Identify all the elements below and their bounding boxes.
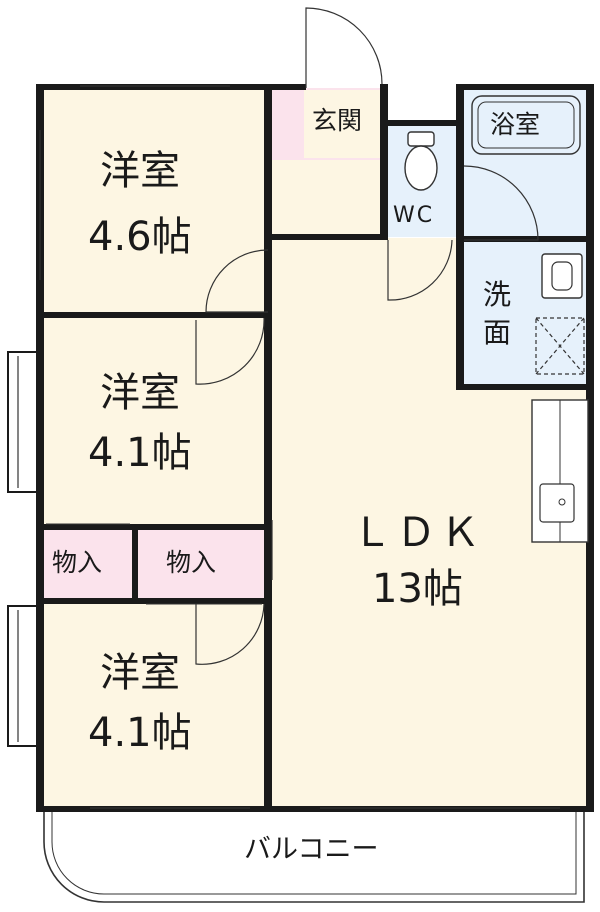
bay-window-2 — [7, 351, 41, 493]
bath-label: 浴室 — [490, 110, 541, 139]
bathtub — [471, 95, 581, 155]
washing-machine-space-icon — [535, 317, 585, 375]
toilet-icon — [404, 131, 438, 191]
western-1-name: 洋室 — [100, 148, 180, 194]
room-storage-1 — [40, 530, 132, 598]
ldk-size: 13帖 — [372, 566, 463, 612]
balcony-label: バルコニー — [244, 834, 379, 865]
entrance-step — [304, 90, 382, 158]
entrance-label: 玄関 — [312, 106, 363, 135]
washroom-label-1: 洗 — [483, 278, 512, 311]
walls — [36, 84, 594, 812]
room-storage-2 — [138, 530, 266, 598]
balcony — [43, 812, 585, 903]
bay-window-3 — [7, 605, 41, 747]
room-western-3 — [40, 602, 268, 808]
wash-basin-icon — [541, 253, 583, 299]
storage-1-label: 物入 — [52, 548, 103, 577]
sink-icon — [539, 483, 575, 523]
washroom-label-2: 面 — [483, 316, 512, 349]
western-3-size: 4.1帖 — [88, 710, 192, 756]
doors — [195, 7, 539, 665]
storage-2-label: 物入 — [166, 548, 217, 577]
western-2-name: 洋室 — [100, 370, 180, 416]
western-2-size: 4.1帖 — [88, 430, 192, 476]
room-western-2 — [40, 318, 268, 526]
western-3-name: 洋室 — [100, 650, 180, 696]
wc-label: WC — [393, 203, 435, 228]
kitchen-counter — [531, 399, 589, 543]
hall — [270, 160, 385, 240]
room-western-1 — [40, 88, 268, 316]
western-1-size: 4.6帖 — [88, 214, 192, 260]
ldk-name: ＬＤＫ — [352, 510, 484, 556]
